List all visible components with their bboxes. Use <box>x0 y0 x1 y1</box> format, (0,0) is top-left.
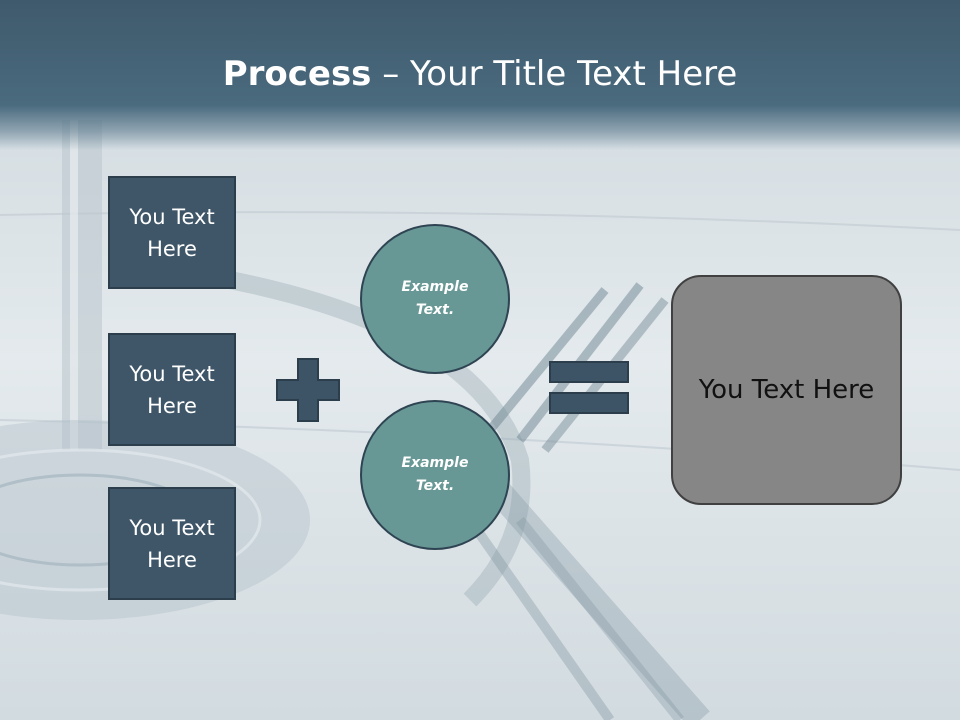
input-box-1-label: You Text Here <box>129 204 215 261</box>
input-box-1: You Text Here <box>108 176 236 289</box>
input-box-2: You Text Here <box>108 333 236 446</box>
input-box-3-label: You Text Here <box>129 515 215 572</box>
plus-icon <box>276 358 340 422</box>
result-box-label: You Text Here <box>698 375 875 405</box>
title-bold: Process <box>222 54 372 94</box>
title-rest: – Your Title Text Here <box>371 54 738 94</box>
circle-1-label: Example Text. <box>401 279 469 318</box>
circle-2: Example Text. <box>360 400 510 550</box>
circle-1: Example Text. <box>360 224 510 374</box>
circle-2-label: Example Text. <box>401 455 469 494</box>
equals-icon <box>549 361 629 414</box>
input-box-3: You Text Here <box>108 487 236 600</box>
result-box: You Text Here <box>671 275 902 505</box>
header-band <box>0 0 960 150</box>
input-box-2-label: You Text Here <box>129 361 215 418</box>
slide-title: Process – Your Title Text Here <box>0 52 960 96</box>
